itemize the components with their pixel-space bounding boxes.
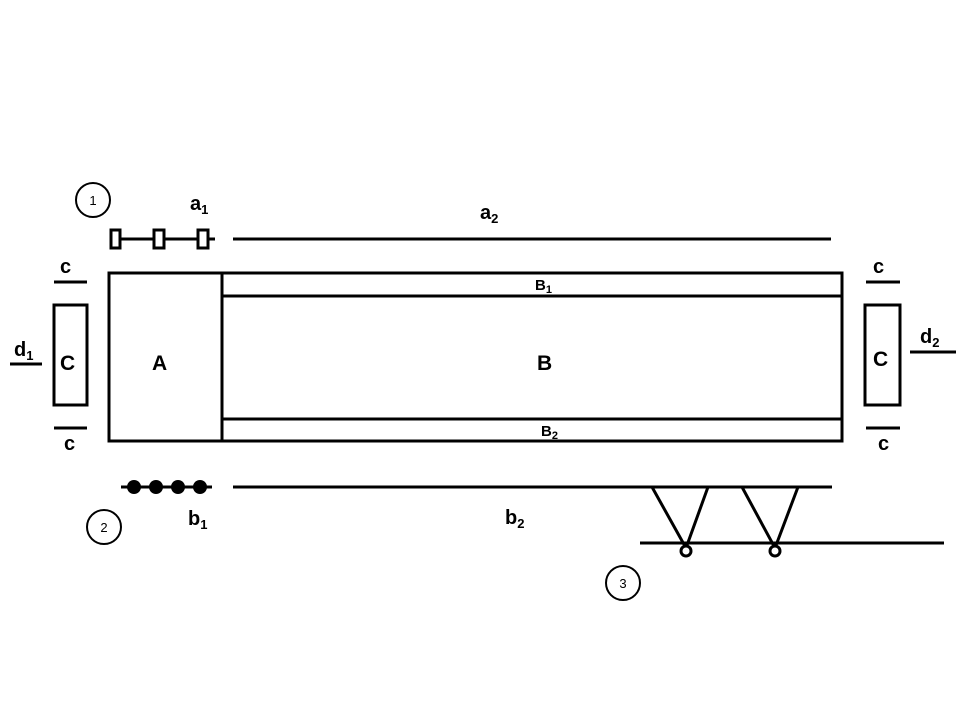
- support-left: [650, 486, 710, 552]
- support-right: [740, 486, 800, 552]
- label-c-top-right: c: [873, 256, 884, 278]
- marker-circle-2: [86, 509, 122, 545]
- box-c-right: [863, 303, 902, 407]
- label-C-left: C: [60, 352, 75, 375]
- pivot-right: [768, 544, 782, 558]
- label-a1: a1: [190, 193, 208, 217]
- marker-2: 2: [100, 520, 107, 535]
- marker-circle-1: [75, 182, 111, 218]
- label-B2: B2: [541, 423, 558, 442]
- label-b1: b1: [188, 508, 207, 532]
- label-c-top-left: c: [60, 256, 71, 278]
- chain-a1: [109, 228, 215, 250]
- marker-1: 1: [89, 193, 96, 208]
- label-a2: a2: [480, 202, 498, 226]
- label-b2: b2: [505, 507, 524, 531]
- label-c-bottom-left: c: [64, 433, 75, 455]
- label-d2: d2: [920, 326, 939, 350]
- chain-b1-dots: [127, 480, 207, 494]
- main-frame: [107, 271, 844, 443]
- label-B1: B1: [535, 277, 552, 296]
- box-c-left: [52, 303, 89, 407]
- label-d1: d1: [14, 339, 33, 363]
- marker-3: 3: [619, 576, 626, 591]
- label-B: B: [537, 352, 552, 375]
- label-C-right: C: [873, 348, 888, 371]
- label-c-bottom-right: c: [878, 433, 889, 455]
- label-A: A: [152, 352, 167, 375]
- marker-circle-3: [605, 565, 641, 601]
- pivot-left: [679, 544, 693, 558]
